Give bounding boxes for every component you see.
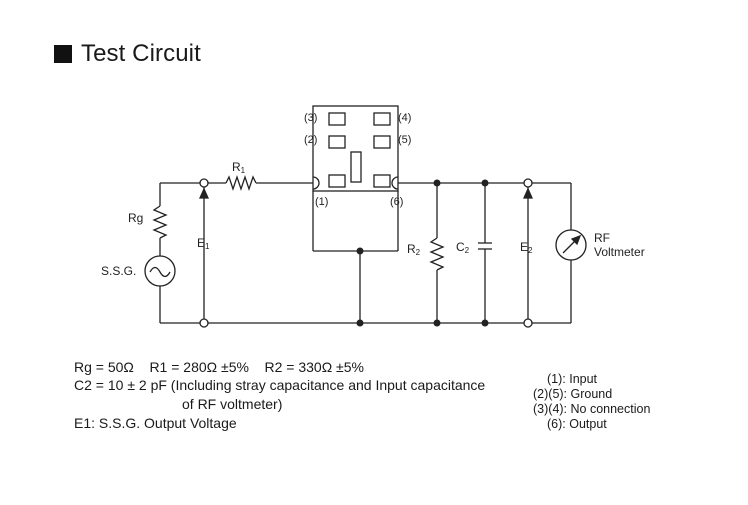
spec-line-c2-cont: of RF voltmeter) — [182, 396, 283, 412]
e1-arrow-icon — [198, 187, 210, 199]
page-title: Test Circuit — [81, 40, 201, 67]
pin2-label: (2) — [304, 134, 317, 146]
pin5-pad — [373, 135, 391, 149]
junction-dot — [356, 247, 364, 255]
e1-label: E1 — [197, 236, 210, 251]
pin3-label: (3) — [304, 112, 317, 124]
center-die — [350, 151, 362, 183]
junction-dot — [481, 179, 489, 187]
pin1-contact — [312, 176, 320, 190]
terminal-e2-bottom — [523, 318, 533, 328]
e2-arrow-icon — [522, 187, 534, 199]
rf-label-line1: RF — [594, 231, 610, 245]
sine-wave-icon — [149, 266, 171, 278]
spec-line-values: Rg = 50Ω R1 = 280Ω ±5% R2 = 330Ω ±5% — [74, 359, 364, 375]
rg-resistor — [152, 205, 168, 239]
junction-dot — [356, 319, 364, 327]
spec-line-c2: C2 = 10 ± 2 pF (Including stray capacita… — [74, 377, 486, 393]
junction-dot — [433, 179, 441, 187]
terminal-e1-top — [199, 178, 209, 188]
pin3-pad — [328, 112, 346, 126]
pin5-label: (5) — [398, 134, 411, 146]
terminal-e2-top — [523, 178, 533, 188]
legend-ground: (2)(5): Ground — [533, 387, 613, 401]
r1-resistor — [225, 174, 257, 192]
title-square-icon — [54, 45, 72, 63]
pin6-contact — [391, 176, 399, 190]
legend-input: (1): Input — [547, 372, 598, 386]
meter-arrow-icon — [570, 234, 582, 246]
r2-resistor — [429, 237, 445, 271]
pin1-label: (1) — [315, 196, 328, 208]
e2-label: E2 — [520, 240, 533, 255]
pin1-pad — [328, 174, 346, 188]
r2-label: R2 — [407, 242, 421, 257]
spec-line-e1: E1: S.S.G. Output Voltage — [74, 415, 237, 431]
pin6-label: (6) — [390, 196, 403, 208]
pin4-pad — [373, 112, 391, 126]
junction-dot — [433, 319, 441, 327]
rg-label: Rg — [128, 211, 143, 225]
c2-label: C2 — [456, 240, 470, 255]
legend-no-connection: (3)(4): No connection — [533, 402, 651, 416]
pin6-pad — [373, 174, 391, 188]
pin2-pad — [328, 135, 346, 149]
junction-dot — [481, 319, 489, 327]
title-row: Test Circuit — [54, 38, 201, 70]
pin4-label: (4) — [398, 112, 411, 124]
terminal-e1-bottom — [199, 318, 209, 328]
rf-label-line2: Voltmeter — [594, 245, 645, 259]
r1-label: R1 — [232, 160, 246, 175]
ssg-label: S.S.G. — [101, 264, 136, 278]
legend-output: (6): Output — [547, 417, 607, 431]
